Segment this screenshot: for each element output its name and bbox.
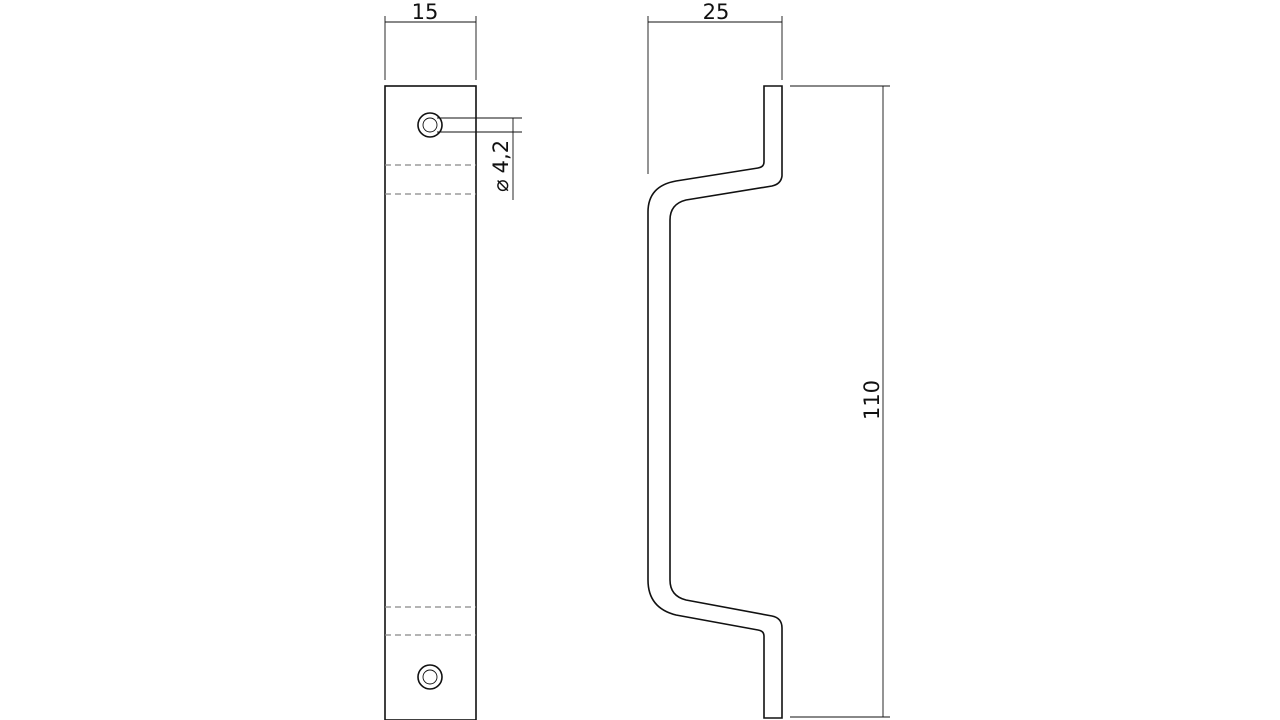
side-width-label: 25 — [703, 0, 730, 24]
height-label: 110 — [860, 380, 884, 420]
front-width-label: 15 — [412, 0, 439, 24]
front-view: ⌀4,2 15 — [384, 0, 522, 720]
hole-diameter-dimension: ⌀4,2 — [437, 117, 522, 200]
handle-profile — [647, 85, 783, 719]
screw-hole-bottom — [417, 664, 443, 690]
screw-hole-top — [417, 112, 443, 138]
height-dimension: 110 — [790, 85, 890, 718]
side-view: 25 110 — [647, 0, 890, 719]
hole-diameter-label: ⌀4,2 — [489, 140, 513, 192]
front-width-dimension: 15 — [384, 0, 477, 80]
side-width-dimension: 25 — [647, 0, 783, 174]
front-view-outline — [384, 85, 477, 720]
